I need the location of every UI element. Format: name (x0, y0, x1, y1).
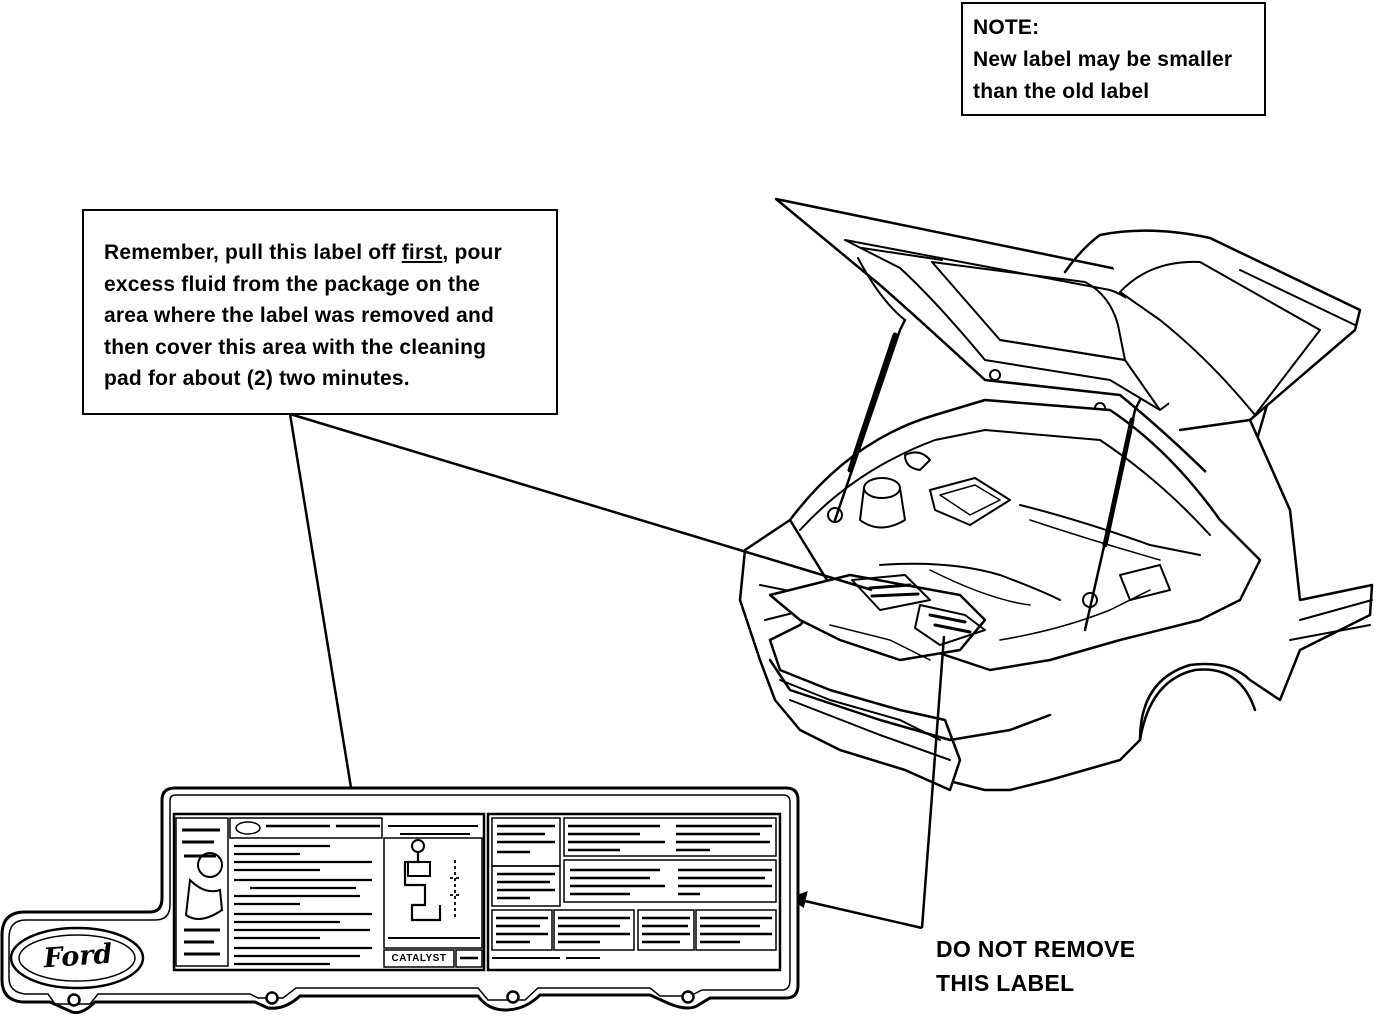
car-roof (1098, 229, 1362, 432)
ford-logo-oval (9, 926, 145, 990)
instruction-line-1: Remember, pull this label off first, pou… (104, 241, 502, 264)
note-line-2: than the old label (973, 80, 1150, 103)
leader-instruction-to-hood (289, 412, 873, 592)
windshield (1119, 260, 1321, 416)
instruction-line-4: then cover this area with the cleaning (104, 335, 487, 359)
vacuum-diagram (383, 837, 483, 949)
car-illustration (738, 197, 1374, 792)
note-heading: NOTE: (973, 16, 1040, 39)
instruction-line-3: area where the label was removed and (104, 304, 495, 327)
ford-logo-text: Ford (42, 938, 114, 975)
warning-line-2: THIS LABEL (936, 970, 1075, 996)
wheel-arch (1138, 668, 1257, 742)
catalyst-text: CATALYST (391, 953, 447, 964)
label-plate-outline (0, 786, 800, 1014)
leader-warning-to-label (791, 896, 923, 930)
label-panel-left (172, 812, 486, 972)
mount-hole-1 (67, 993, 81, 1007)
mount-hole-3 (506, 990, 520, 1004)
warning-callout: DO NOT REMOVE THIS LABEL (936, 932, 1135, 1000)
leader-lines (288, 412, 946, 930)
mount-hole-2 (265, 991, 279, 1005)
leader-warning-to-hood (920, 635, 946, 929)
leader-instruction-to-label (288, 413, 357, 813)
note-line-1: New label may be smaller (973, 48, 1233, 71)
instruction-line-2: excess fluid from the package on the (104, 272, 480, 296)
front-bumper (768, 658, 1052, 742)
instruction-emphasis-first: first (401, 241, 443, 264)
instruction-line-5: pad for about (2) two minutes. (104, 367, 410, 390)
warning-line-1: DO NOT REMOVE (936, 936, 1136, 962)
underhood-label-left (851, 574, 931, 611)
hood-strut-right (1083, 398, 1142, 632)
note-callout: NOTE: New label may be smaller than the … (961, 2, 1266, 116)
underhood-label-right (914, 604, 986, 646)
label-panel-right (486, 812, 782, 972)
emission-label-detail (0, 786, 800, 1014)
mount-hole-4 (681, 990, 695, 1004)
catalyst-box (383, 949, 455, 968)
instruction-callout: Remember, pull this label off first, pou… (82, 209, 558, 415)
air-cleaner (929, 477, 1011, 526)
